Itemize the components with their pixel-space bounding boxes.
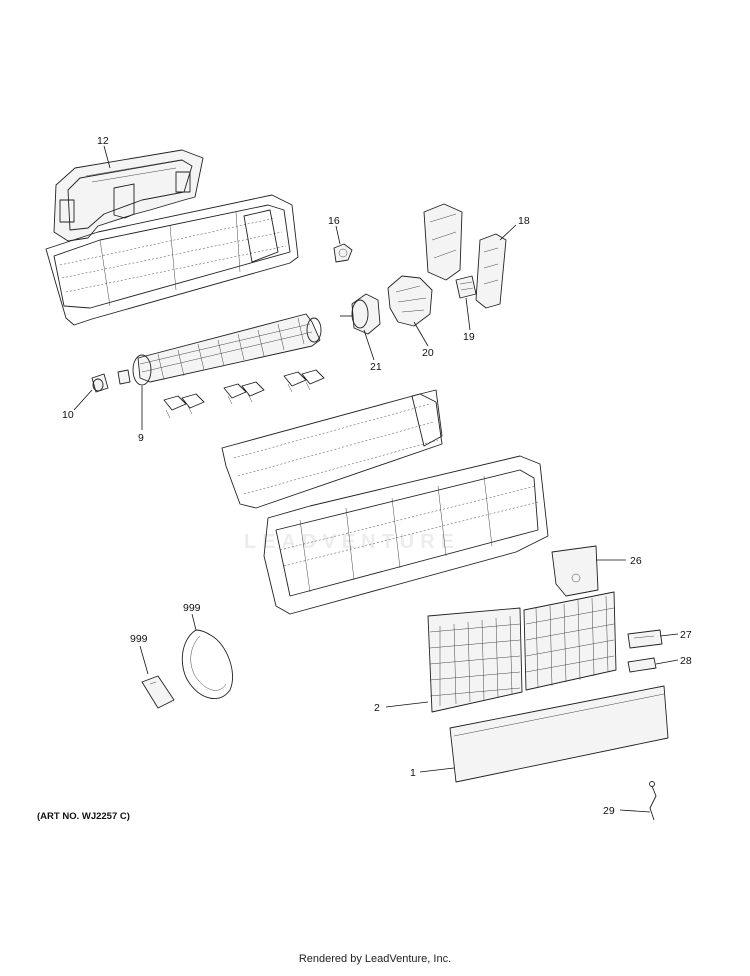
callout-1: 1 <box>410 767 416 779</box>
part-16-knob[interactable] <box>333 243 353 263</box>
watermark: LEADVENTURE <box>244 531 461 553</box>
callout-12: 12 <box>97 135 109 147</box>
part-9-blower-wheel[interactable] <box>132 313 322 386</box>
part-12-mounting-plate[interactable] <box>53 149 204 242</box>
leader-lines <box>73 145 679 813</box>
callout-18: 18 <box>518 215 530 227</box>
chassis[interactable] <box>45 194 299 326</box>
part-20-motor-housing[interactable] <box>387 275 433 327</box>
callout-29: 29 <box>603 805 615 817</box>
part-999-remote[interactable] <box>141 675 175 709</box>
callout-999-cable: 999 <box>183 602 201 614</box>
part-19-connector[interactable] <box>455 275 477 299</box>
clips-row <box>163 369 325 419</box>
callout-9: 9 <box>138 432 144 444</box>
part-10-bearing[interactable] <box>91 369 131 393</box>
part-999-cable[interactable] <box>181 629 234 699</box>
callout-20: 20 <box>422 347 434 359</box>
callout-26: 26 <box>630 555 642 567</box>
control-box[interactable] <box>423 203 463 281</box>
part-21-fan-motor[interactable] <box>340 293 381 335</box>
callout-2: 2 <box>374 702 380 714</box>
part-1-front-panel[interactable] <box>449 685 669 783</box>
part-26-bracket[interactable] <box>551 545 599 597</box>
part-29-sensor-wire[interactable] <box>649 781 657 821</box>
art-number: (ART NO. WJ2257 C) <box>37 811 130 822</box>
part-28-module[interactable] <box>627 657 657 673</box>
callout-19: 19 <box>463 331 475 343</box>
callout-21: 21 <box>370 361 382 373</box>
callout-28: 28 <box>680 655 692 667</box>
callout-16: 16 <box>328 215 340 227</box>
part-2-air-filters[interactable] <box>427 591 617 713</box>
callout-10: 10 <box>62 409 74 421</box>
evaporator-coil[interactable] <box>221 389 443 509</box>
part-18-pcb[interactable] <box>475 233 507 309</box>
footer-credit: Rendered by LeadVenture, Inc. <box>298 953 452 965</box>
callout-labels: 12 16 18 19 20 21 10 9 26 27 28 2 1 29 9… <box>62 135 692 817</box>
callout-999-remote: 999 <box>130 633 148 645</box>
callout-27: 27 <box>680 629 692 641</box>
part-27-module[interactable] <box>627 629 663 649</box>
front-housing[interactable] <box>263 455 549 615</box>
